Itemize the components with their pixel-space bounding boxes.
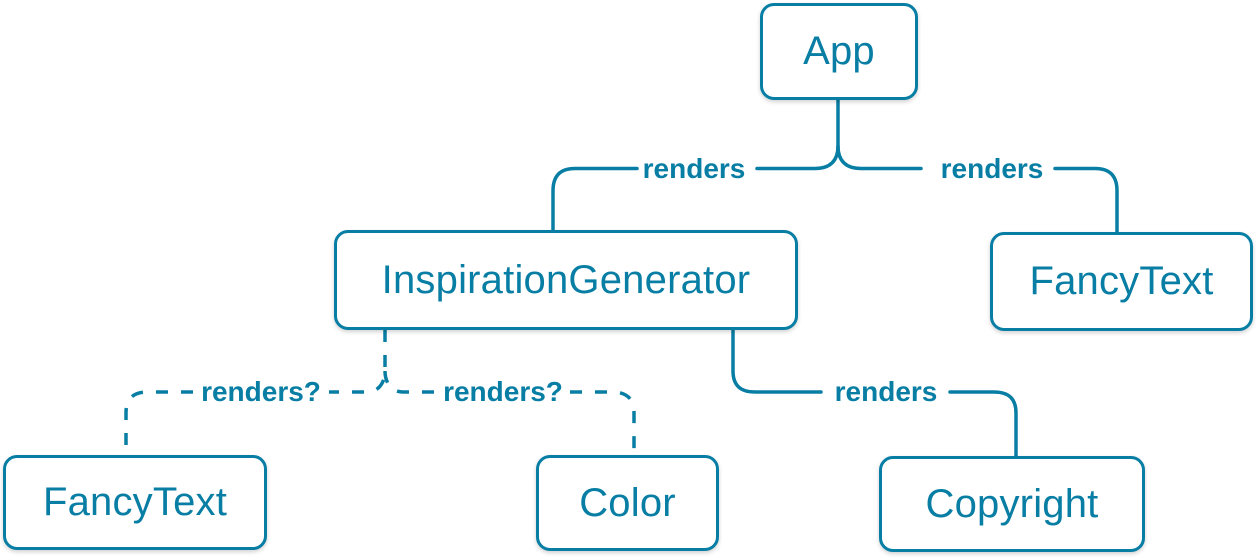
edge-app-to-fancytext-line: [836, 144, 1119, 234]
node-copyright: Copyright: [879, 456, 1145, 552]
edge-label-renders-app-inspirationgenerator: renders: [642, 153, 746, 184]
edge-inspirationgenerator-to-copyright-line: [731, 328, 1018, 458]
edge-label-renders-inspirationgenerator-copyright: renders: [834, 376, 938, 407]
edge-label-renders-inspirationgenerator-fancytext: renders?: [201, 376, 321, 407]
node-inspiration-generator: InspirationGenerator: [334, 230, 798, 330]
edge-label-renders-inspirationgenerator-color: renders?: [443, 376, 563, 407]
node-color: Color: [536, 455, 719, 551]
node-fancy-text-top: FancyText: [990, 232, 1253, 331]
node-fancy-text-bottom: FancyText: [3, 455, 267, 550]
node-app: App: [760, 3, 918, 100]
edge-inspirationgenerator-to-fancytext-line: [124, 330, 387, 455]
edge-label-renders-app-fancytext: renders: [940, 153, 1044, 184]
edge-inspirationgenerator-to-color-line: [383, 370, 636, 455]
